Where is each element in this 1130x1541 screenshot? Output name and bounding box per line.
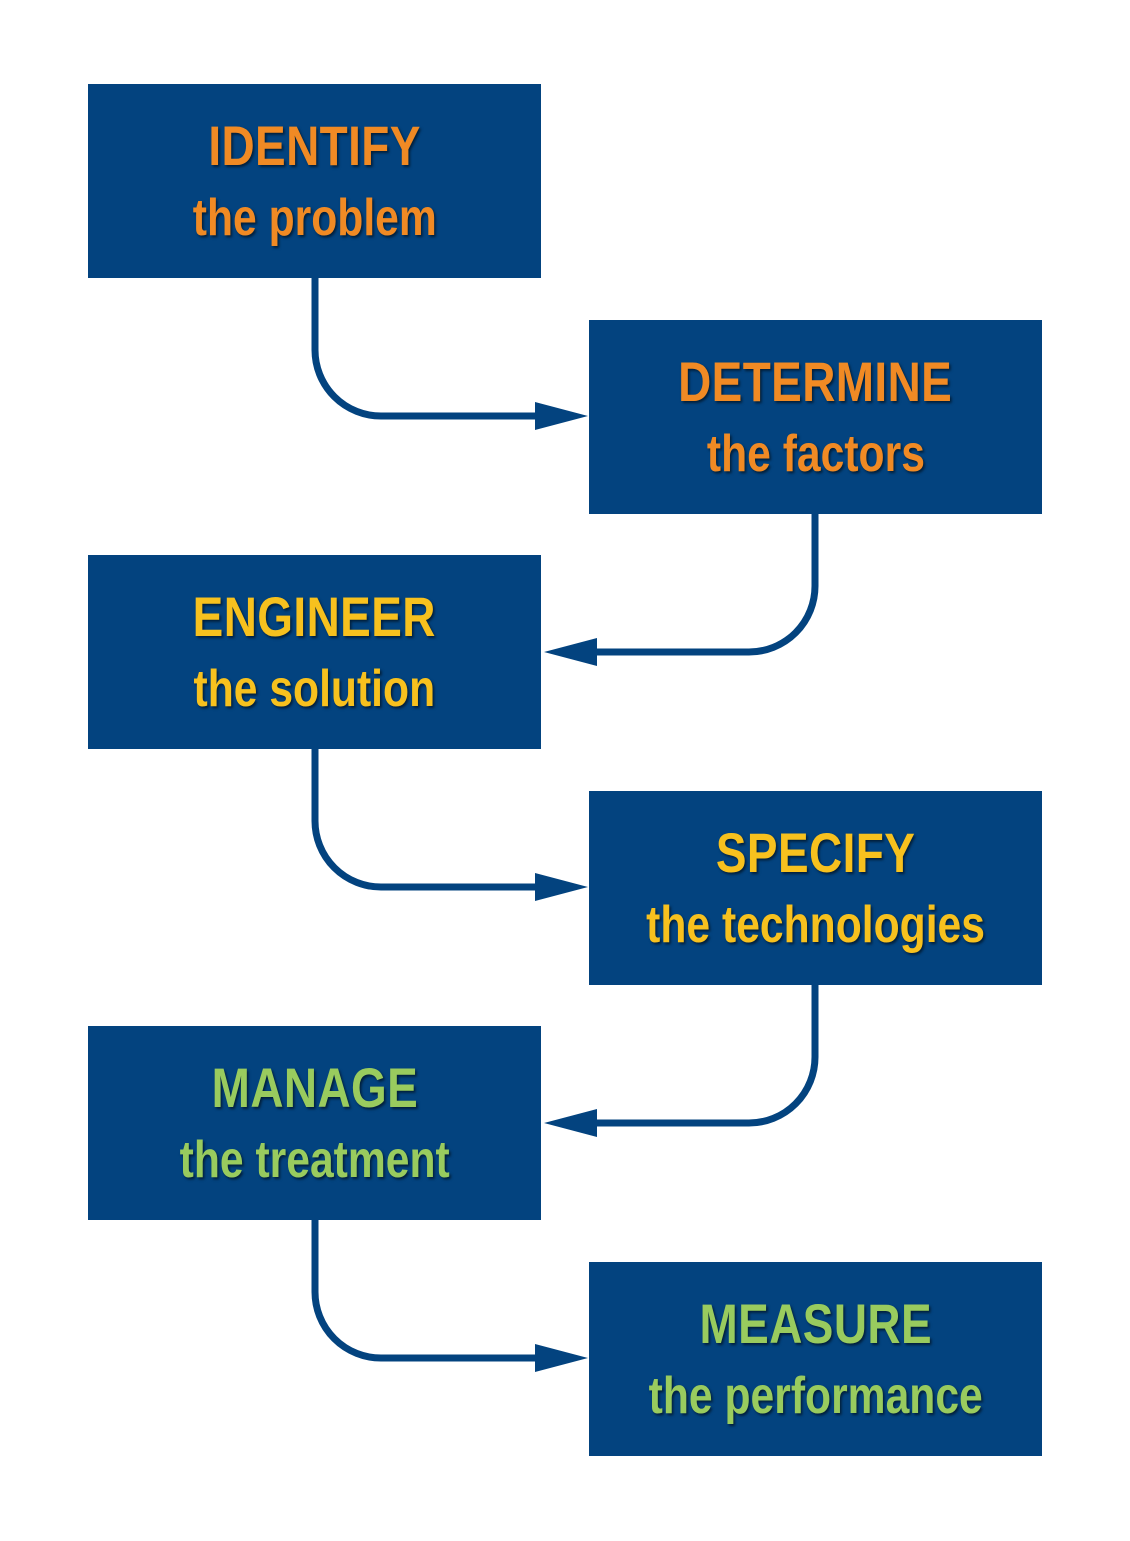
connector-1-2: [311, 277, 540, 420]
step-title: MANAGE: [211, 1056, 418, 1119]
arrowhead-right-icon: [535, 402, 588, 430]
arrowhead-right-icon: [535, 873, 588, 901]
arrowhead-left-icon: [544, 638, 597, 666]
step-subtitle: the treatment: [179, 1131, 450, 1189]
step-title: ENGINEER: [192, 585, 437, 648]
step-subtitle: the problem: [192, 189, 437, 247]
step-box-identify: IDENTIFY the problem: [88, 84, 541, 278]
step-title: SPECIFY: [715, 821, 916, 884]
step-box-manage: MANAGE the treatment: [88, 1026, 541, 1220]
step-subtitle: the technologies: [646, 896, 985, 954]
arrowhead-left-icon: [544, 1109, 597, 1137]
connector-4-5: [592, 984, 819, 1127]
step-title: DETERMINE: [678, 350, 953, 413]
connector-5-6: [311, 1219, 540, 1362]
arrowhead-right-icon: [535, 1344, 588, 1372]
step-title: IDENTIFY: [208, 114, 421, 177]
step-box-measure: MEASURE the performance: [589, 1262, 1042, 1456]
step-subtitle: the performance: [648, 1367, 983, 1425]
connector-3-4: [311, 748, 540, 891]
step-box-determine: DETERMINE the factors: [589, 320, 1042, 514]
step-box-engineer: ENGINEER the solution: [88, 555, 541, 749]
step-title: MEASURE: [699, 1292, 932, 1355]
connector-2-3: [592, 513, 819, 656]
step-box-specify: SPECIFY the technologies: [589, 791, 1042, 985]
step-subtitle: the factors: [706, 425, 925, 483]
step-subtitle: the solution: [193, 660, 436, 718]
